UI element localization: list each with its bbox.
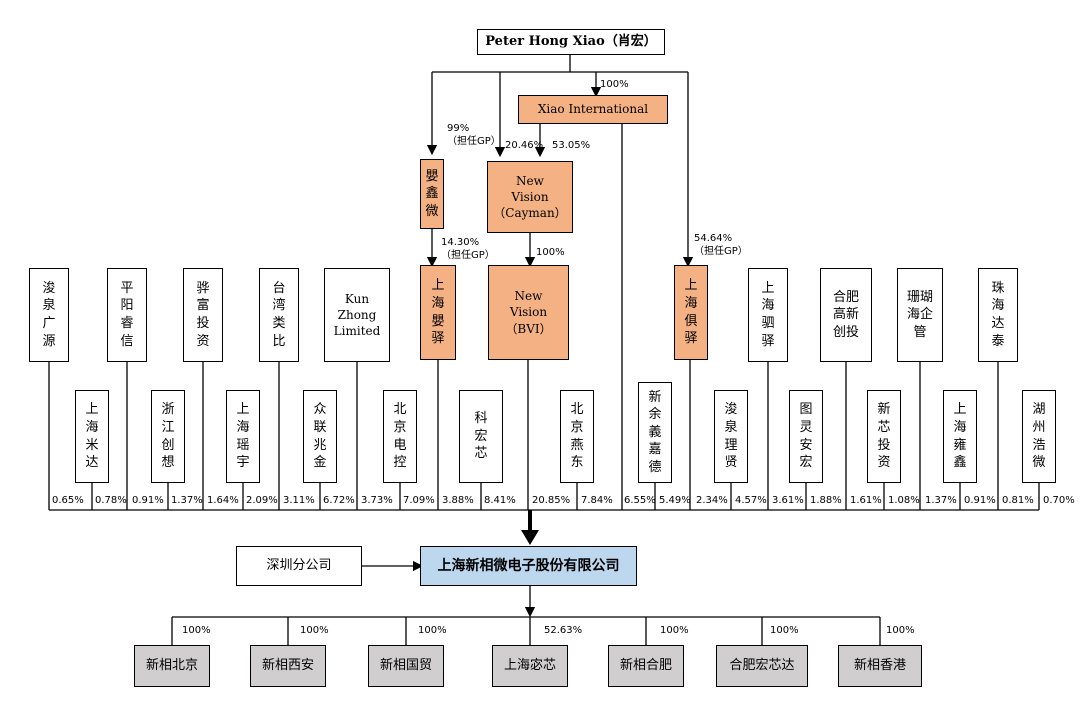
cayman-intl-pct: 53.05%	[552, 140, 591, 151]
shareholder-box: 浚 泉 广 源	[29, 268, 69, 362]
pct-label: 6.72%	[323, 495, 355, 506]
pct-label: 0.81%	[1002, 495, 1034, 506]
shareholder-box: Kun Zhong Limited	[324, 268, 390, 362]
shareholder-box: 浚 泉 理 贤	[714, 390, 748, 483]
sub-pct: 52.63%	[544, 625, 583, 636]
shareholder-box: 平 阳 睿 信	[107, 268, 147, 362]
subsidiary-box: 新相国贸	[368, 645, 444, 687]
shanghai-ju-yi-box: 上 海 俱 驿	[674, 265, 708, 360]
sub-pct: 100%	[770, 625, 799, 636]
owner-box: Peter Hong Xiao（肖宏）	[477, 29, 665, 55]
pct-label: 8.41%	[484, 495, 516, 506]
pct-label: 0.70%	[1043, 495, 1075, 506]
owner-name: Peter Hong Xiao（肖宏）	[485, 34, 657, 50]
shareholder-box: 上 海 米 达	[75, 390, 109, 483]
pct-label: 1.64%	[207, 495, 239, 506]
shareholder-box: 新 芯 投 资	[867, 390, 901, 483]
ju-yi-pct: 54.64% （担任GP）	[694, 233, 748, 257]
branch-box: 深圳分公司	[236, 546, 362, 586]
sub-pct: 100%	[182, 625, 211, 636]
shareholder-box: 北 京 燕 东	[560, 390, 594, 483]
subsidiary-box: 新相西安	[250, 645, 326, 687]
pct-label: 1.37%	[925, 495, 957, 506]
pct-label: 7.09%	[403, 495, 435, 506]
shanghai-ying-yi-box: 上 海 嬰 驿	[420, 265, 456, 360]
subsidiary-box: 合肥宏芯达	[716, 645, 808, 687]
pct-label: 20.85%	[532, 495, 571, 506]
pct-label: 0.91%	[132, 495, 164, 506]
sub-pct: 100%	[300, 625, 329, 636]
subsidiary-box: 新相北京	[134, 645, 210, 687]
pct-label: 5.49%	[659, 495, 691, 506]
ying-xin-wei-pct: 99% （担任GP）	[447, 123, 501, 147]
shareholder-box: 湖 州 浩 微	[1022, 390, 1056, 483]
pct-label: 0.78%	[95, 495, 127, 506]
subsidiary-box: 新相合肥	[608, 645, 684, 687]
new-vision-bvi-box: New Vision （BVI）	[488, 265, 569, 360]
pct-label: 0.65%	[52, 495, 84, 506]
pct-label: 3.88%	[442, 495, 474, 506]
xiao-intl-pct: 100%	[600, 79, 629, 90]
bvi-pct: 100%	[536, 247, 565, 258]
shareholder-box: 珠 海 达 泰	[978, 268, 1018, 362]
pct-label: 1.61%	[850, 495, 882, 506]
shareholder-box: 众 联 兆 金	[303, 390, 337, 483]
subsidiary-box: 新相香港	[838, 645, 922, 687]
shareholder-box: 北 京 电 控	[383, 390, 417, 483]
shareholder-box: 上 海 瑶 宇	[226, 390, 260, 483]
shareholder-box: 珊瑚 海企 管	[897, 268, 943, 362]
ying-xin-wei-box: 嬰 鑫 微	[420, 159, 444, 229]
shareholder-box: 台 湾 类 比	[259, 268, 299, 362]
sub-pct: 100%	[418, 625, 447, 636]
pct-label: 3.11%	[283, 495, 315, 506]
sub-pct: 100%	[660, 625, 689, 636]
pct-label: 3.61%	[772, 495, 804, 506]
xiao-international-box: Xiao International	[518, 95, 668, 124]
shareholder-box: 上 海 驷 驿	[748, 268, 788, 362]
pct-label: 7.84%	[581, 495, 613, 506]
pct-label: 0.91%	[964, 495, 996, 506]
pct-label: 3.73%	[361, 495, 393, 506]
pct-label: 2.09%	[246, 495, 278, 506]
pct-label: 1.08%	[888, 495, 920, 506]
subsidiary-box: 上海宓芯	[492, 645, 568, 687]
shareholder-box: 骅 富 投 资	[183, 268, 223, 362]
pct-label: 1.37%	[171, 495, 203, 506]
pct-label: 1.88%	[810, 495, 842, 506]
shareholder-box: 新 余 義 嘉 德	[638, 382, 672, 483]
shareholder-box: 科 宏 芯	[459, 390, 503, 483]
company-box: 上海新相微电子股份有限公司	[420, 546, 637, 586]
pct-label: 6.55%	[624, 495, 656, 506]
pct-label: 4.57%	[735, 495, 767, 506]
cayman-owner-pct: 20.46%	[505, 140, 544, 151]
shareholder-box: 图 灵 安 宏	[789, 390, 823, 483]
new-vision-cayman-box: New Vision （Cayman）	[487, 161, 573, 233]
shareholder-box: 浙 江 创 想	[151, 390, 185, 483]
ying-yi-pct: 14.30% （担任GP）	[441, 237, 495, 261]
shareholder-box: 上 海 雍 鑫	[943, 390, 977, 483]
shareholder-box: 合肥 高新 创投	[820, 268, 872, 362]
sub-pct: 100%	[886, 625, 915, 636]
pct-label: 2.34%	[696, 495, 728, 506]
